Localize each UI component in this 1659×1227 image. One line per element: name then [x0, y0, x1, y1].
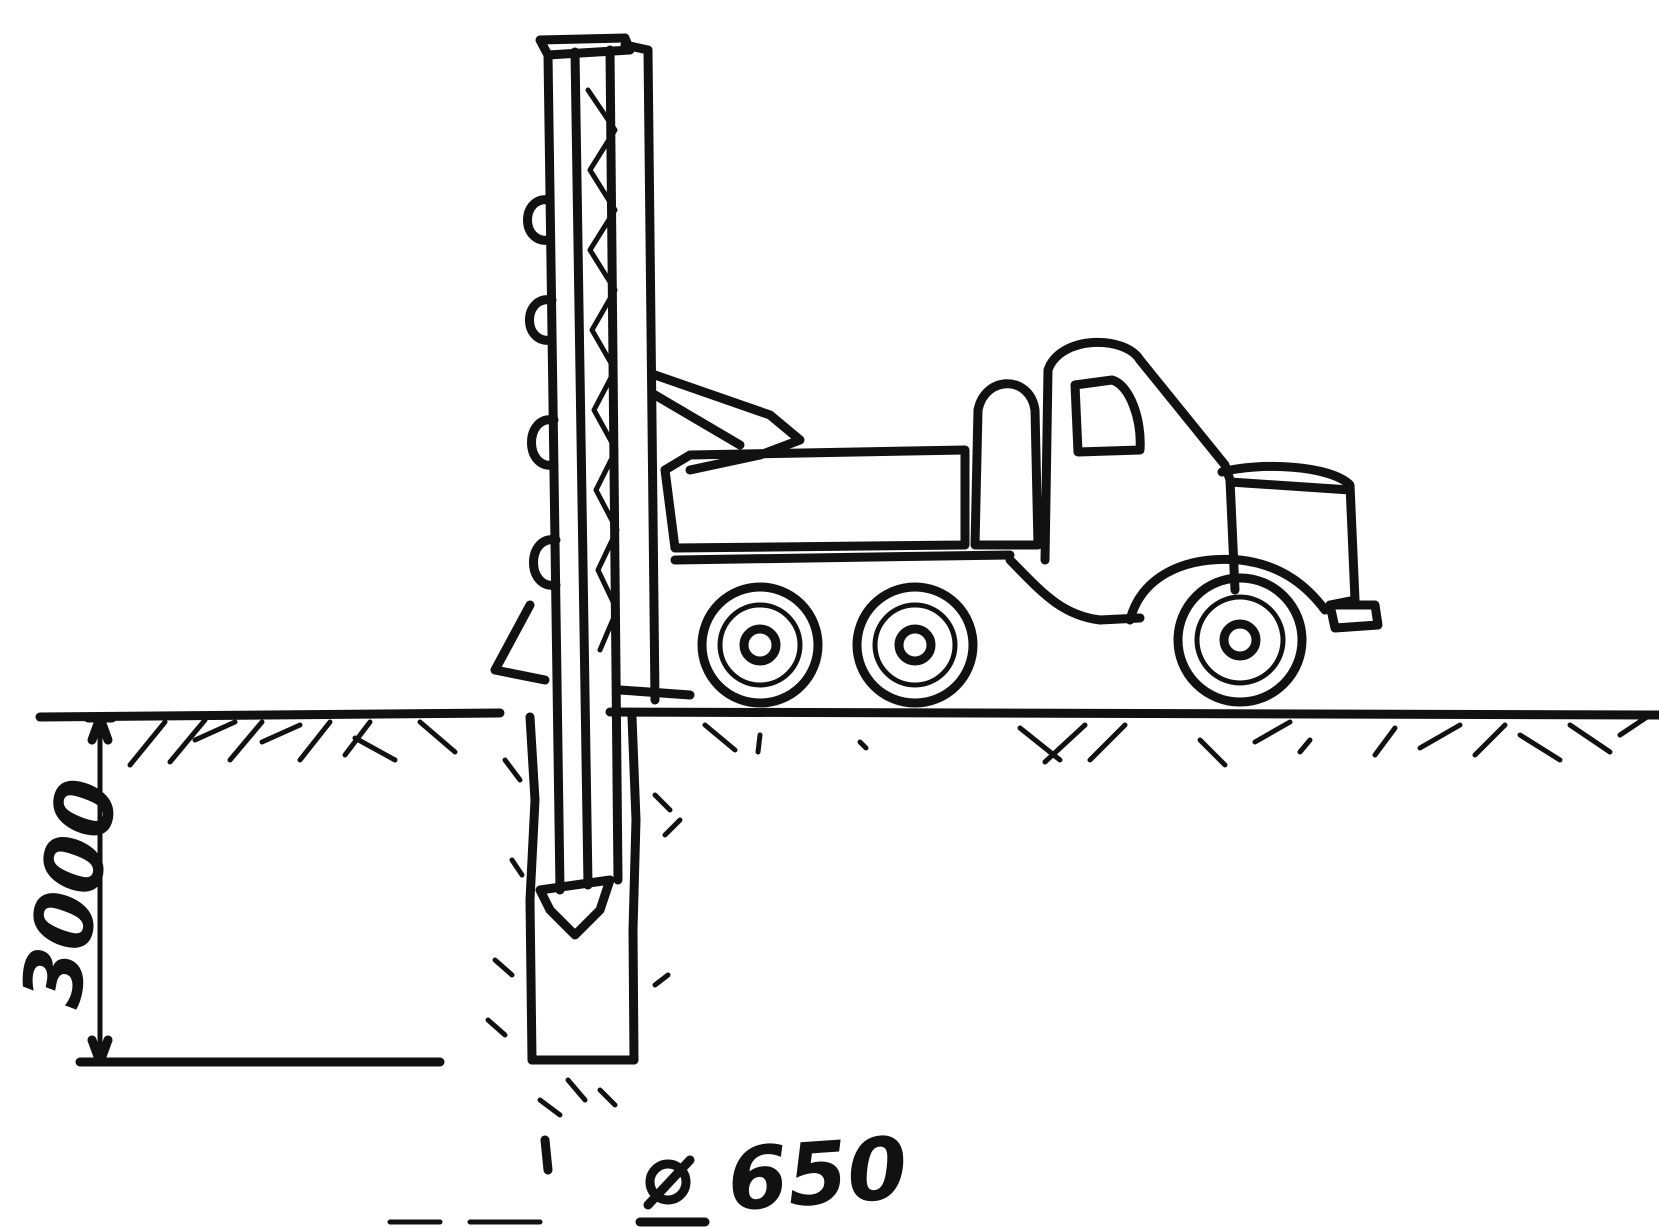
diameter-label: 650: [724, 1119, 910, 1227]
depth-label: 3000: [4, 772, 137, 1013]
drill-truck: [650, 337, 1383, 633]
diameter-symbol-icon: [645, 1159, 691, 1205]
ground-surface: [35, 707, 1659, 768]
depth-dimension: [75, 713, 445, 1067]
ground-hatching: [127, 712, 1653, 768]
wheel-front: [1173, 573, 1307, 707]
diameter-dimension: [387, 1135, 710, 1227]
bore-hole: [485, 712, 683, 1118]
drill-mast: [490, 33, 695, 940]
wheel-rear-1: [697, 582, 823, 708]
wheel-rear-2: [852, 582, 978, 708]
